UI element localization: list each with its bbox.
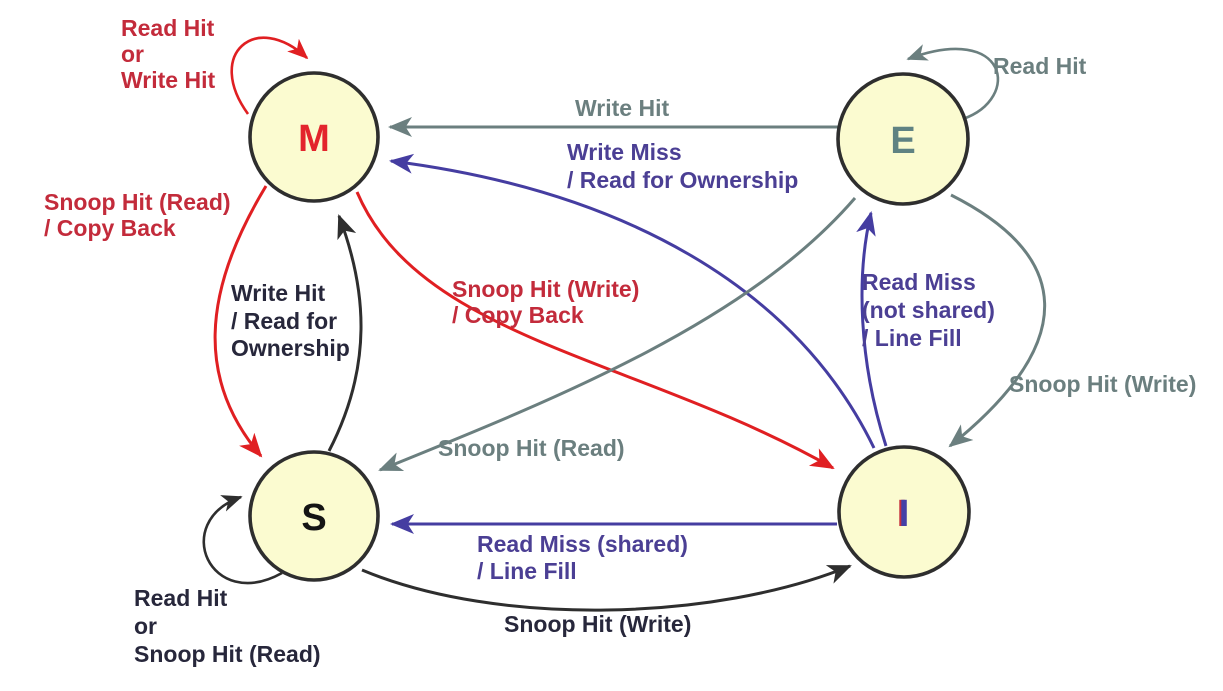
state-node-modified: M	[248, 71, 380, 203]
transition-labels: Read Hit or Write Hit Write Hit Write Mi…	[44, 15, 1196, 667]
state-e-circle	[836, 72, 970, 206]
label-m-to-i-line1: Snoop Hit (Write)	[452, 276, 639, 302]
state-i-circle	[837, 445, 971, 579]
label-i-to-m-line1: Write Miss	[567, 139, 682, 165]
state-node-invalid: I I	[837, 445, 971, 579]
label-m-self-line1: Read Hit	[121, 15, 215, 41]
label-i-to-e-line3: / Line Fill	[862, 325, 962, 351]
label-s-self-line2: or	[134, 613, 157, 639]
state-m-letter: M	[298, 118, 330, 160]
label-i-to-e-line2: (not shared)	[862, 297, 995, 323]
label-i-to-s-line2: / Line Fill	[477, 558, 577, 584]
edge-m-self-loop	[230, 36, 309, 115]
label-i-to-m: Write Miss / Read for Ownership	[567, 139, 798, 193]
label-s-self-line1: Read Hit	[134, 585, 228, 611]
label-m-self-line3: Write Hit	[121, 67, 215, 93]
label-e-to-s-line1: Snoop Hit (Read)	[438, 435, 625, 461]
edge-i-to-e	[856, 211, 888, 447]
state-i-letter-fringe: I	[897, 493, 908, 535]
label-e-self-line1: Read Hit	[993, 53, 1087, 79]
state-m-circle	[248, 71, 380, 203]
label-e-to-i-line1: Snoop Hit (Write)	[1009, 371, 1196, 397]
label-e-to-m: Write Hit	[575, 95, 669, 121]
label-s-self-line3: Snoop Hit (Read)	[134, 641, 321, 667]
edge-e-self-loop	[906, 44, 1000, 121]
state-s-circle	[248, 450, 380, 582]
state-e-letter: E	[890, 120, 915, 162]
label-i-to-s: Read Miss (shared) / Line Fill	[477, 531, 688, 584]
label-i-to-s-line1: Read Miss (shared)	[477, 531, 688, 557]
edge-e-to-s	[378, 197, 857, 472]
label-s-to-i: Snoop Hit (Write)	[504, 611, 691, 637]
label-e-to-s: Snoop Hit (Read)	[438, 435, 625, 461]
label-m-self: Read Hit or Write Hit	[121, 15, 215, 93]
label-i-to-m-line2: / Read for Ownership	[567, 167, 798, 193]
edge-m-to-s	[213, 185, 268, 458]
state-node-exclusive: E	[836, 72, 970, 206]
label-m-to-i: Snoop Hit (Write) / Copy Back	[452, 276, 639, 328]
state-i-letter: I	[899, 493, 910, 535]
label-e-to-m-line1: Write Hit	[575, 95, 669, 121]
label-s-to-m-line1: Write Hit	[231, 280, 325, 306]
state-node-shared: S	[248, 450, 380, 582]
label-m-to-s-line1: Snoop Hit (Read)	[44, 189, 231, 215]
label-s-to-m: Write Hit / Read for Ownership	[231, 280, 350, 361]
edge-m-to-i	[355, 191, 835, 470]
edge-s-to-i	[361, 564, 852, 612]
label-e-self: Read Hit	[993, 53, 1087, 79]
state-s-letter: S	[301, 497, 326, 539]
edge-i-to-m	[389, 153, 876, 449]
edge-s-to-m	[327, 214, 363, 452]
label-s-to-i-line1: Snoop Hit (Write)	[504, 611, 691, 637]
label-m-to-s: Snoop Hit (Read) / Copy Back	[44, 189, 231, 241]
label-m-to-i-line2: / Copy Back	[452, 302, 584, 328]
state-nodes: M E S I I	[248, 71, 971, 582]
label-s-to-m-line2: / Read for	[231, 308, 337, 334]
label-s-self: Read Hit or Snoop Hit (Read)	[134, 585, 321, 667]
label-e-to-i: Snoop Hit (Write)	[1009, 371, 1196, 397]
edge-e-to-i	[948, 193, 1047, 448]
label-i-to-e: Read Miss (not shared) / Line Fill	[862, 269, 995, 351]
edge-s-self-loop	[202, 495, 283, 585]
label-m-self-line2: or	[121, 41, 144, 67]
label-s-to-m-line3: Ownership	[231, 335, 350, 361]
transition-edges	[202, 36, 1047, 612]
label-i-to-e-line1: Read Miss	[862, 269, 976, 295]
label-m-to-s-line2: / Copy Back	[44, 215, 176, 241]
